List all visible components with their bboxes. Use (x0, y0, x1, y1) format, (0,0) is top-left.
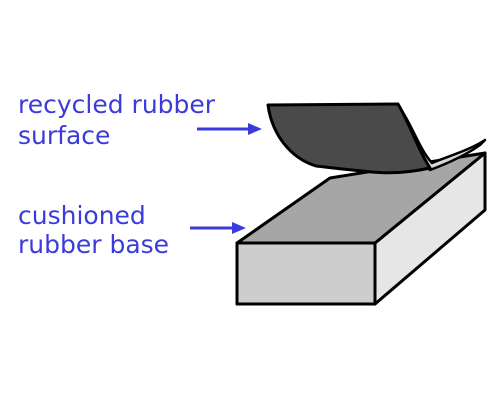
base-front-face (235, 241, 377, 306)
surface-label-group: recycled rubber surface (18, 90, 262, 150)
base-label-line1: cushioned (18, 201, 146, 230)
right-arrow-icon (197, 123, 262, 135)
recycled-rubber-surface-layer (266, 102, 487, 175)
right-arrow-icon (190, 222, 246, 234)
surface-layer-sheet (266, 102, 432, 175)
cushioned-rubber-base-block (235, 151, 487, 306)
surface-label-line2: surface (18, 121, 110, 150)
base-label-group: cushioned rubber base (18, 201, 246, 259)
base-label-line2: rubber base (18, 230, 169, 259)
surface-label-line1: recycled rubber (18, 90, 216, 119)
surface-arrow-head (248, 123, 262, 135)
base-top-face (235, 151, 487, 245)
base-arrow-head (232, 222, 246, 234)
